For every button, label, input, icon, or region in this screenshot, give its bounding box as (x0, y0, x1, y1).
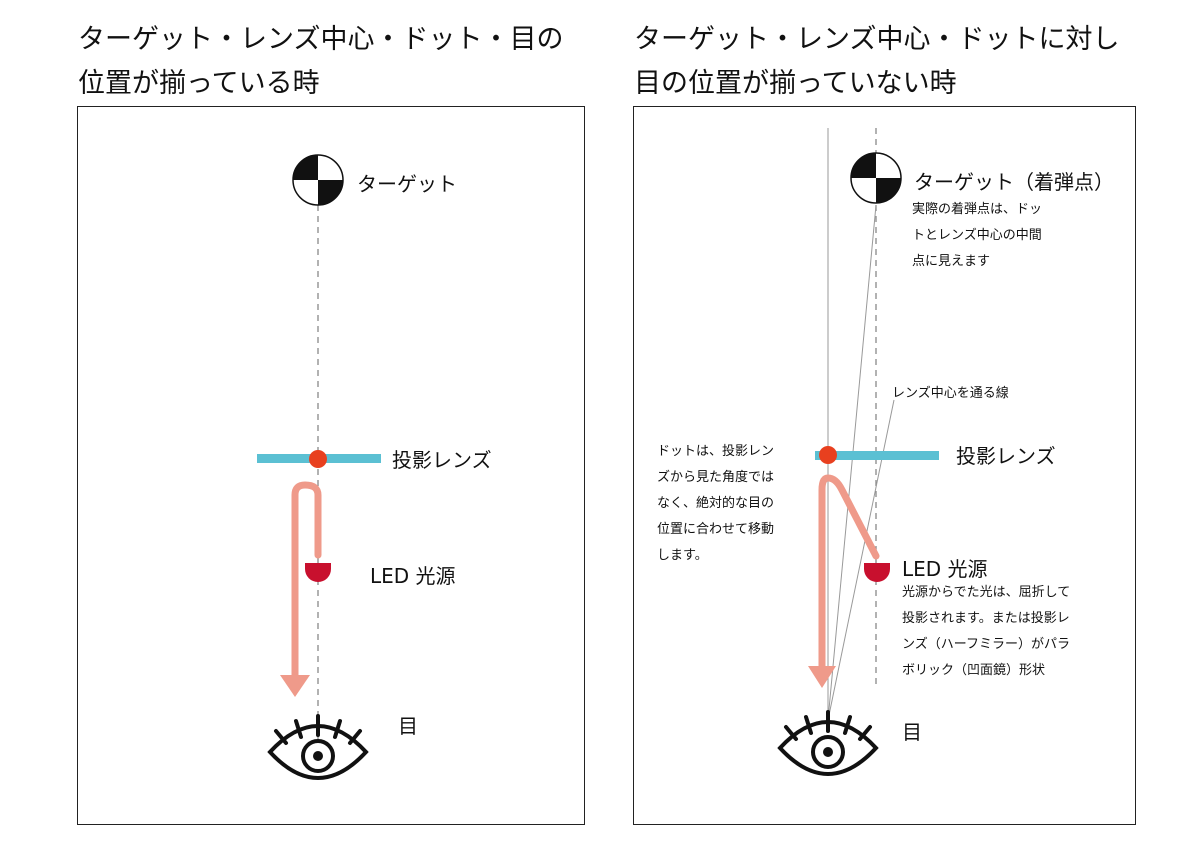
left-target-label: ターゲット (357, 172, 457, 196)
right-title-line2: 目の位置が揃っていない時 (634, 68, 957, 99)
left-pupil (313, 751, 323, 761)
dot-note: ドットは、投影レン ズから見た角度では なく、絶対的な目の 位置に合わせて移動 … (657, 444, 775, 563)
right-lens-bar (815, 451, 939, 460)
left-led-label: LED 光源 (370, 564, 456, 588)
left-arrow-head (280, 675, 310, 697)
lens-center-line-label: レンズ中心を通る線 (892, 386, 1009, 401)
left-light-path (291, 481, 322, 682)
right-arrow-head (808, 666, 836, 688)
right-pupil (823, 747, 833, 757)
right-target-note: 実際の着弾点は、ドッ トとレンズ中心の中間 点に見えます (912, 202, 1043, 269)
right-title-line1: ターゲット・レンズ中心・ドットに対し (634, 24, 1120, 55)
led-note: 光源からでた光は、屈折して 投影されます。または投影レ ンズ（ハーフミラー）がパ… (902, 585, 1071, 678)
right-target-label: ターゲット（着弾点） (914, 170, 1114, 194)
right-led-label: LED 光源 (902, 557, 988, 581)
right-eye-label: 目 (902, 720, 922, 744)
right-lens-label: 投影レンズ (956, 444, 1056, 468)
lens-center-line (827, 204, 877, 721)
left-title-line2: 位置が揃っている時 (78, 68, 320, 99)
left-led-icon (305, 563, 331, 582)
left-panel (77, 106, 585, 825)
left-eye-label: 目 (398, 714, 418, 738)
right-led-icon (864, 563, 890, 582)
right-dot (819, 446, 837, 464)
left-title-line1: ターゲット・レンズ中心・ドット・目の (78, 24, 564, 55)
right-panel (633, 106, 1136, 825)
right-light-path (818, 474, 880, 672)
left-eye-icon (267, 714, 369, 780)
left-target-icon (292, 154, 344, 206)
right-target-icon (850, 152, 902, 204)
right-title: ターゲット・レンズ中心・ドットに対し 目の位置が揃っていない時 (634, 18, 1119, 106)
left-title: ターゲット・レンズ中心・ドット・目の 位置が揃っている時 (78, 18, 563, 106)
right-sight-line (827, 399, 895, 721)
right-eye-icon (777, 710, 879, 776)
left-lens-label: 投影レンズ (392, 448, 492, 472)
left-dot (309, 450, 327, 468)
